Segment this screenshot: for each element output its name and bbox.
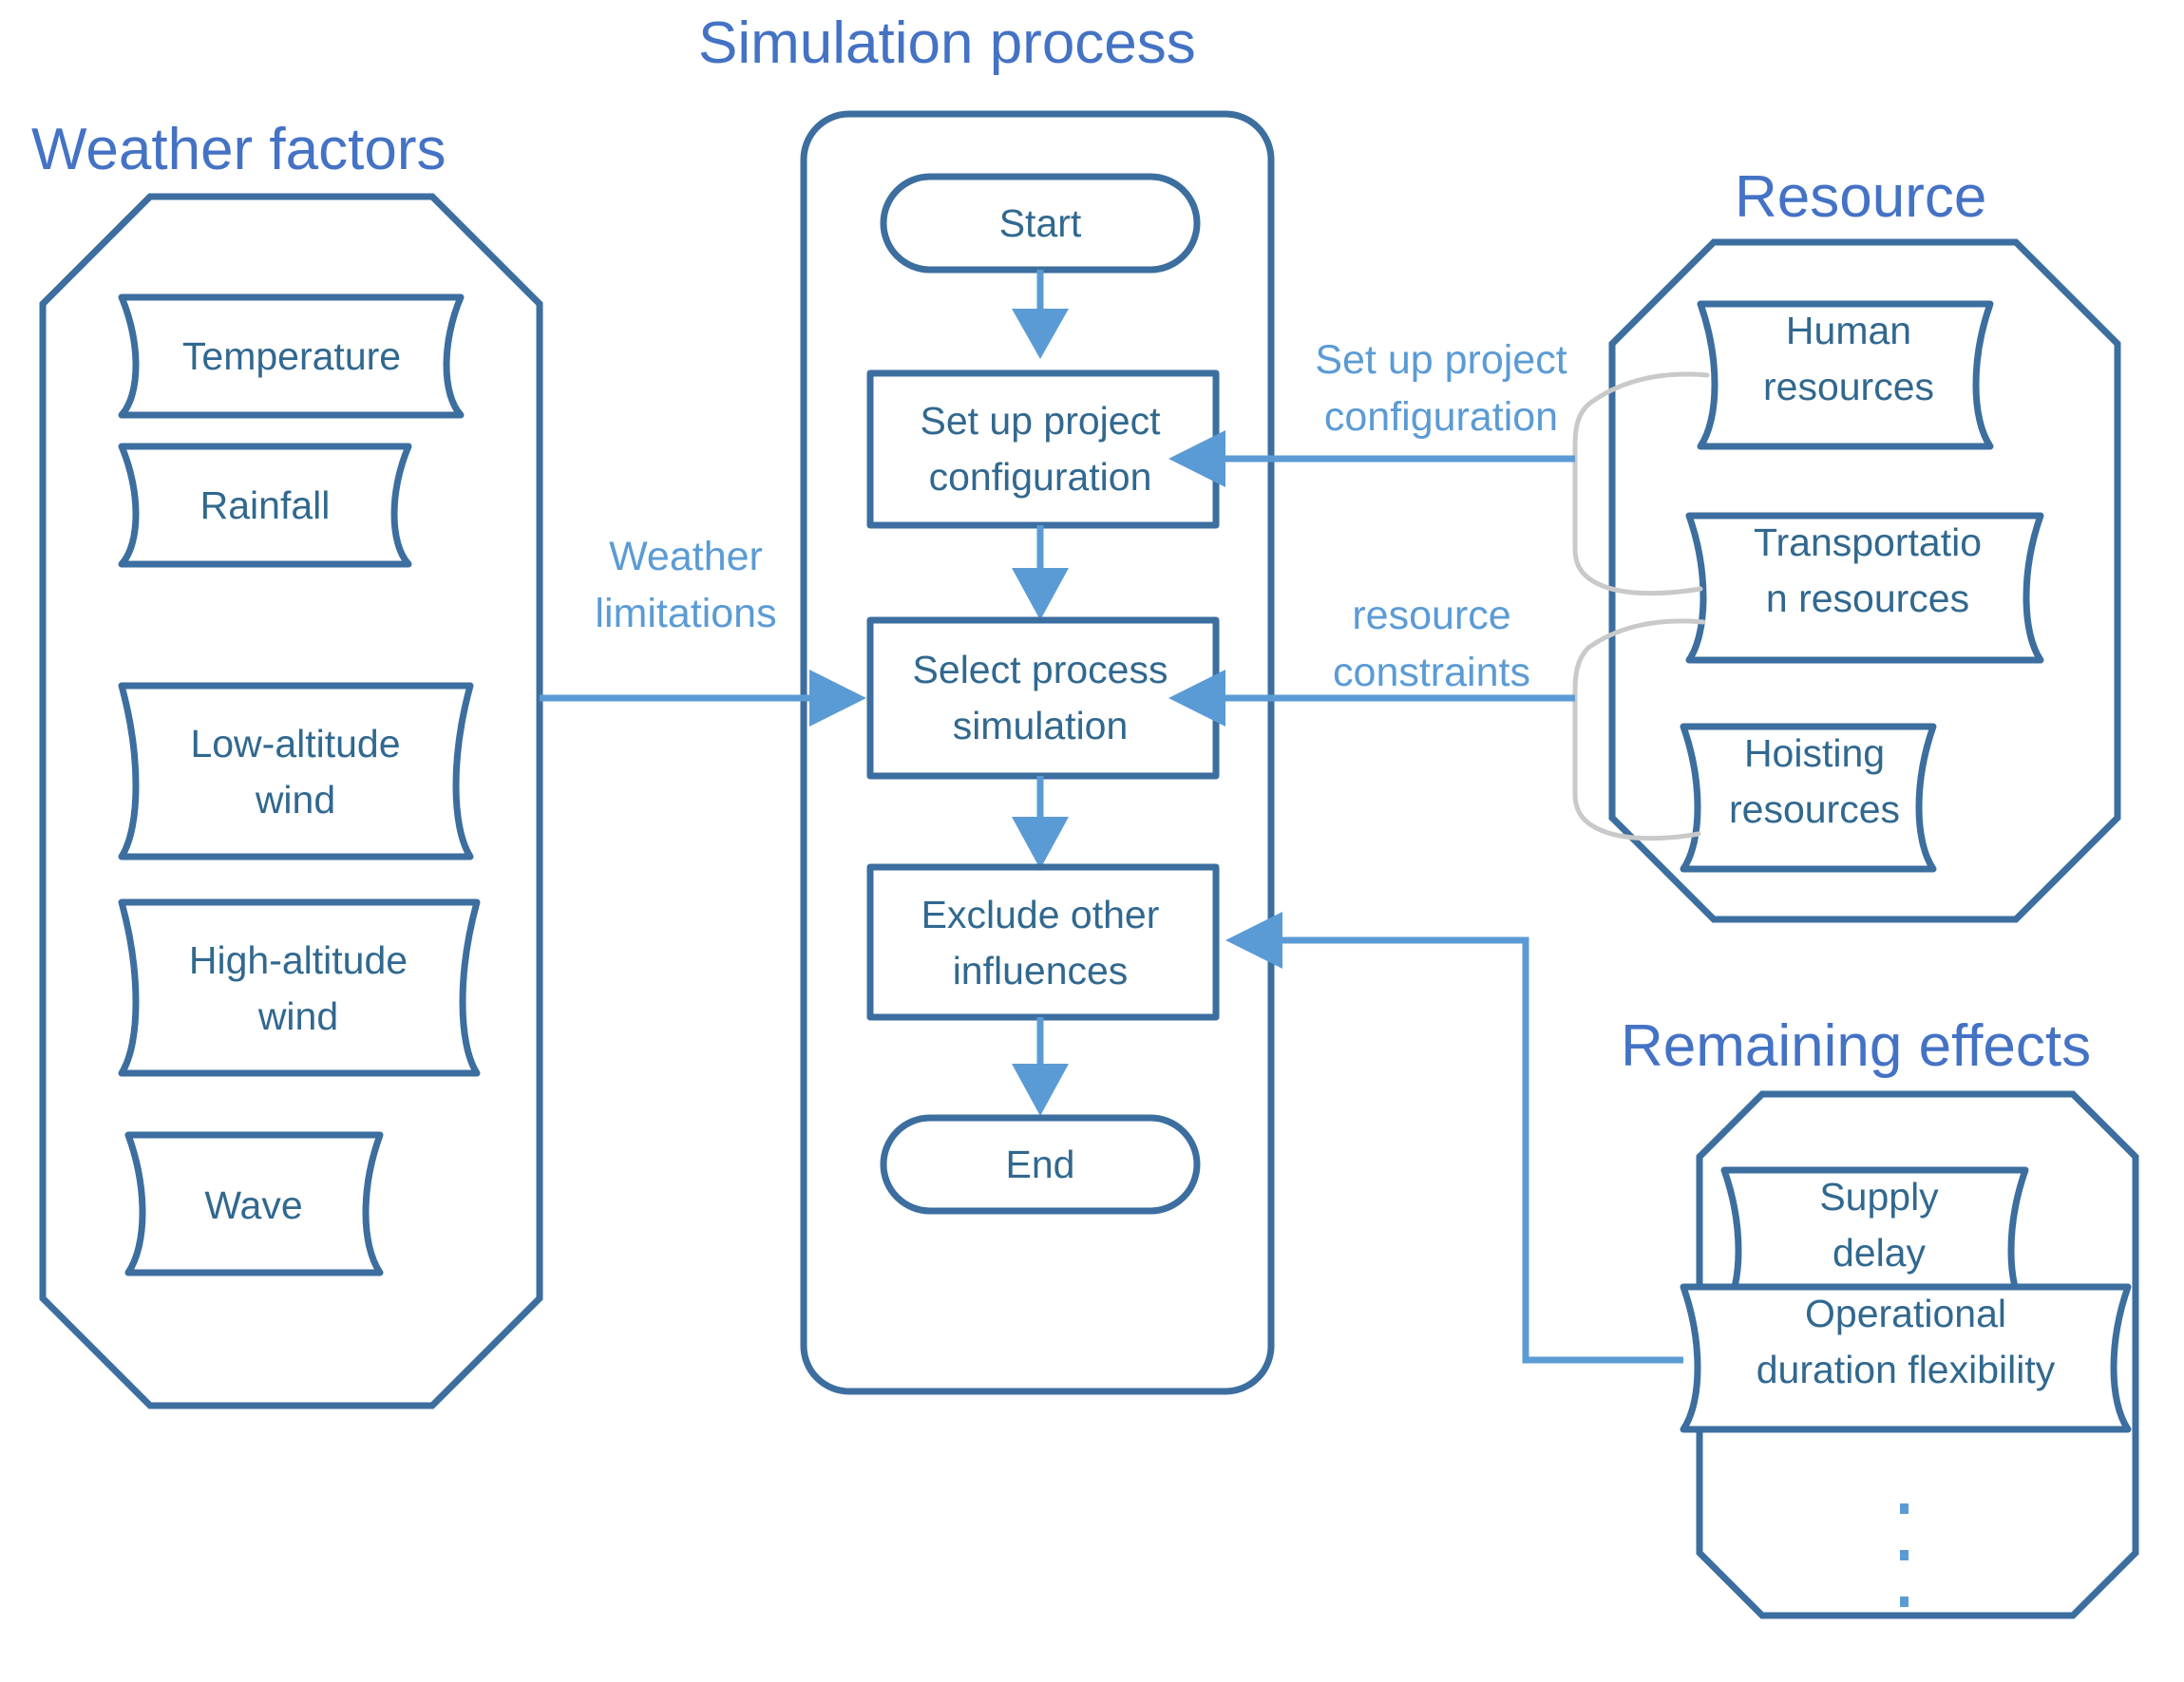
resource-title: Resource [1735, 164, 1986, 230]
node-exclude-other-influences[interactable] [866, 863, 1220, 1021]
weather-item-high-altitude-wind-label-1: High-altitude [189, 938, 408, 982]
node-exclude-other-influences-label-2: influences [953, 949, 1129, 992]
remaining-item-operational-duration-flexibility-label-2: duration flexibility [1757, 1348, 2056, 1391]
edge-set-up-project-configuration [1168, 430, 1575, 487]
simulation-process-title: Simulation process [698, 10, 1196, 76]
weather-factors-title: Weather factors [31, 117, 446, 182]
node-set-up-project-configuration-label-2: configuration [929, 455, 1152, 499]
process-shape [866, 616, 1220, 780]
terminator-shape [880, 1114, 1201, 1215]
remaining-item-supply-delay-label-1: Supply [1819, 1175, 1939, 1219]
remaining-effects-title: Remaining effects [1621, 1013, 2091, 1079]
edge-weather-limitations-label-2: limitations [595, 591, 776, 636]
remaining-item-operational-duration-flexibility-label-1: Operational [1805, 1292, 2006, 1335]
edge-remaining-effects-to-exclude [1225, 912, 1683, 1364]
weather-item-low-altitude-wind-label-2: wind [255, 778, 335, 822]
delay-shape [1685, 512, 2044, 664]
node-set-up-project-configuration-label-1: Set up project [921, 399, 1162, 443]
delay-shape [118, 443, 412, 568]
resource-item-transportation-resources-label-2: n resources [1766, 576, 1969, 620]
simulation-process-group [800, 110, 1275, 1395]
node-select-process-simulation-label-1: Select process [913, 648, 1168, 691]
resource-item-hoisting-resources-label-1: Hoisting [1744, 731, 1885, 775]
edge-set-up-project-configuration-label-2: configuration [1324, 394, 1558, 440]
arrow-select-to-exclude [1012, 776, 1069, 869]
weather-factors-container [39, 193, 543, 1409]
resource-item-human-resources[interactable] [1697, 300, 1994, 450]
resource-group [1608, 238, 2121, 923]
node-end-label: End [1006, 1143, 1075, 1186]
weather-item-low-altitude-wind-label-1: Low-altitude [190, 722, 400, 765]
weather-item-high-altitude-wind[interactable] [118, 898, 481, 1077]
delay-shape [118, 293, 465, 419]
remaining-effects-ellipsis-icon [1900, 1503, 1909, 1607]
node-select-process-simulation-label-2: simulation [953, 704, 1129, 747]
node-select-process-simulation[interactable] [866, 616, 1220, 780]
node-end[interactable] [880, 1114, 1201, 1215]
node-set-up-project-configuration[interactable] [866, 369, 1220, 529]
delay-shape [118, 898, 481, 1077]
weather-item-wave-label: Wave [204, 1183, 302, 1227]
weather-item-wave[interactable] [124, 1131, 384, 1276]
resource-item-human-resources-label-1: Human [1786, 309, 1911, 352]
process-shape [866, 863, 1220, 1021]
weather-item-temperature-label: Temperature [182, 334, 401, 378]
node-start-label: Start [999, 201, 1082, 245]
edge-resource-constraints-label-2: constraints [1333, 650, 1530, 695]
resource-item-human-resources-label-2: resources [1763, 365, 1934, 408]
weather-item-rainfall[interactable] [118, 443, 412, 568]
brace-resource-constraints [1572, 618, 1706, 841]
simulation-process-container [800, 110, 1275, 1395]
weather-item-low-altitude-wind[interactable] [118, 682, 474, 860]
resource-item-transportation-resources[interactable] [1685, 512, 2044, 664]
process-shape [866, 369, 1220, 529]
remaining-item-operational-duration-flexibility[interactable] [1680, 1283, 2132, 1433]
arrow-start-to-setup [1012, 270, 1069, 359]
remaining-item-supply-delay-label-2: delay [1833, 1231, 1927, 1275]
resource-item-hoisting-resources-label-2: resources [1729, 787, 1900, 831]
weather-item-high-altitude-wind-label-2: wind [257, 994, 338, 1038]
remaining-effects-group [1680, 1090, 2139, 1619]
delay-shape [124, 1131, 384, 1276]
weather-item-rainfall-label: Rainfall [200, 483, 331, 527]
resource-item-transportation-resources-label-1: Transportatio [1754, 520, 1982, 564]
delay-shape [1697, 300, 1994, 450]
weather-factors-group [39, 193, 543, 1409]
arrow-setup-to-select [1012, 525, 1069, 620]
delay-shape [1680, 723, 1937, 873]
edge-weather-limitations [540, 670, 866, 727]
resource-container [1608, 238, 2121, 923]
delay-shape [1680, 1283, 2132, 1433]
edge-weather-limitations-label-1: Weather [609, 534, 763, 579]
delay-shape [118, 682, 474, 860]
edge-resource-constraints [1168, 670, 1575, 727]
resource-item-hoisting-resources[interactable] [1680, 723, 1937, 873]
weather-item-temperature[interactable] [118, 293, 465, 419]
edge-set-up-project-configuration-label-1: Set up project [1315, 337, 1567, 383]
brace-resource-setup [1572, 371, 1710, 596]
edge-resource-constraints-label-1: resource [1352, 593, 1510, 638]
node-exclude-other-influences-label-1: Exclude other [921, 893, 1160, 936]
arrow-exclude-to-end [1012, 1017, 1069, 1116]
